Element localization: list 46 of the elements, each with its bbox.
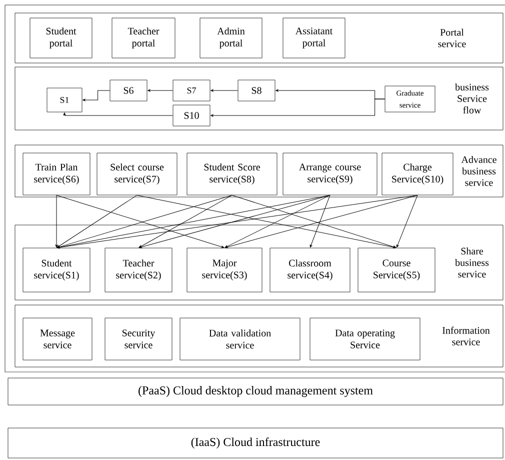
service-box: Train Plan service(S6) bbox=[22, 152, 90, 196]
service-box: Data validation service bbox=[180, 318, 300, 360]
service-box: Charge Service(S10) bbox=[382, 152, 454, 196]
layer-label: business Service flow bbox=[455, 83, 489, 114]
service-box: Major service(S3) bbox=[186, 248, 262, 292]
arrow bbox=[136, 194, 396, 248]
service-box: S10 bbox=[172, 104, 210, 126]
arrow bbox=[210, 89, 238, 92]
service-box: Student service(S1) bbox=[22, 248, 90, 292]
service-box: S7 bbox=[172, 80, 210, 102]
service-box: Admin portal bbox=[200, 18, 262, 58]
layer-label: Advance business service bbox=[461, 156, 496, 186]
arrow bbox=[138, 194, 232, 248]
arrow bbox=[138, 194, 330, 248]
arrow bbox=[56, 194, 138, 248]
service-box: S6 bbox=[110, 80, 148, 102]
layer-label: Information service bbox=[442, 326, 490, 346]
service-box: Classroom service(S4) bbox=[270, 248, 350, 292]
service-box: Assiatant portal bbox=[282, 18, 346, 58]
arrow bbox=[310, 194, 330, 248]
service-box: Course Service(S5) bbox=[358, 248, 436, 292]
arrow bbox=[148, 89, 174, 92]
platform-layer-box: (PaaS) Cloud desktop cloud management system bbox=[8, 378, 504, 406]
service-box: Message service bbox=[22, 318, 92, 360]
service-box: Select course service(S7) bbox=[96, 152, 178, 196]
arrow bbox=[56, 194, 330, 248]
service-box: S1 bbox=[46, 88, 82, 112]
arrow bbox=[224, 194, 330, 248]
service-box: Security service bbox=[104, 318, 172, 360]
layer-label: Share business service bbox=[455, 247, 489, 278]
service-box: Teacher service(S2) bbox=[104, 248, 172, 292]
arrow bbox=[63, 112, 174, 116]
arrow bbox=[82, 90, 110, 102]
service-box: Arrange course service(S9) bbox=[282, 152, 378, 196]
service-box: Data operating Service bbox=[310, 318, 420, 360]
arrow bbox=[396, 194, 418, 248]
layer-label: Portal service bbox=[438, 28, 466, 48]
arrow bbox=[210, 98, 386, 117]
arrow bbox=[56, 194, 418, 249]
service-box: S8 bbox=[238, 80, 276, 102]
service-box: Student portal bbox=[30, 18, 92, 58]
outer-frame bbox=[4, 4, 505, 372]
service-box: Teacher portal bbox=[112, 18, 176, 58]
arrow bbox=[55, 194, 58, 248]
platform-layer-box: (IaaS) Cloud infrastructure bbox=[8, 428, 504, 458]
service-box: Student Score service(S8) bbox=[186, 152, 278, 196]
